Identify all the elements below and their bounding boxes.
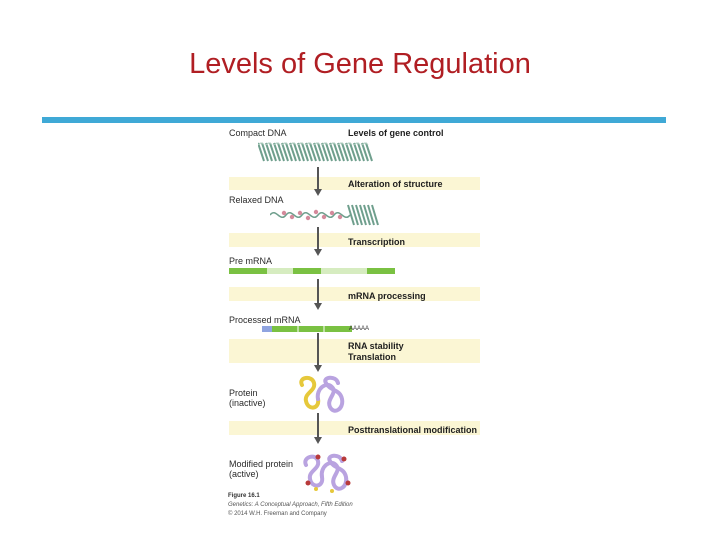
band-rna-stability-translation [229, 339, 480, 363]
pre-mrna-bar [229, 268, 395, 274]
label-pre-mrna: Pre mRNA [229, 256, 273, 266]
label-transcription: Transcription [348, 237, 406, 247]
title-rule [42, 117, 666, 123]
label-levels-header: Levels of gene control [348, 128, 444, 138]
compact-dna-illustration [258, 142, 373, 162]
figure-number: Figure 16.1 [228, 493, 260, 499]
arrow-2-head [314, 249, 322, 256]
label-relaxed-dna: Relaxed DNA [229, 195, 284, 205]
label-mrna-processing: mRNA processing [348, 291, 426, 301]
arrow-5 [317, 413, 319, 439]
arrow-4-head [314, 365, 322, 372]
label-rna-stability: RNA stability [348, 341, 404, 351]
label-modified-protein: Modified protein [229, 459, 294, 469]
label-compact-dna: Compact DNA [229, 128, 287, 138]
modified-protein-illustration [303, 453, 351, 493]
slide-title: Levels of Gene Regulation [189, 48, 531, 80]
arrow-4 [317, 333, 319, 367]
processed-mrna-bar [262, 326, 352, 332]
arrow-1-head [314, 189, 322, 196]
band-mrna-processing [229, 287, 480, 301]
gene-regulation-figure: AAAAA Compact DNA Relaxed DNA Pre mRNA P… [222, 125, 486, 525]
figure-copyright: © 2014 W.H. Freeman and Company [228, 511, 327, 517]
label-modified-protein-state: (active) [229, 469, 259, 479]
label-processed-mrna: Processed mRNA [229, 315, 301, 325]
figure-source: Genetics: A Conceptual Approach, Fifth E… [228, 502, 353, 508]
arrow-1 [317, 167, 319, 191]
relaxed-dna-illustration [270, 204, 379, 226]
band-alteration [229, 177, 480, 190]
label-posttranslational: Posttranslational modification [348, 425, 478, 435]
band-transcription [229, 233, 480, 247]
protein-inactive-illustration [299, 375, 345, 413]
label-protein-state: (inactive) [229, 398, 266, 408]
band-posttranslational [229, 421, 480, 435]
poly-a-tail: AAAAA [349, 326, 370, 332]
label-alteration: Alteration of structure [348, 179, 443, 189]
arrow-3-head [314, 303, 322, 310]
arrow-5-head [314, 437, 322, 444]
label-protein: Protein [229, 388, 258, 398]
arrow-3 [317, 279, 319, 305]
arrow-2 [317, 227, 319, 251]
label-translation: Translation [348, 352, 397, 362]
